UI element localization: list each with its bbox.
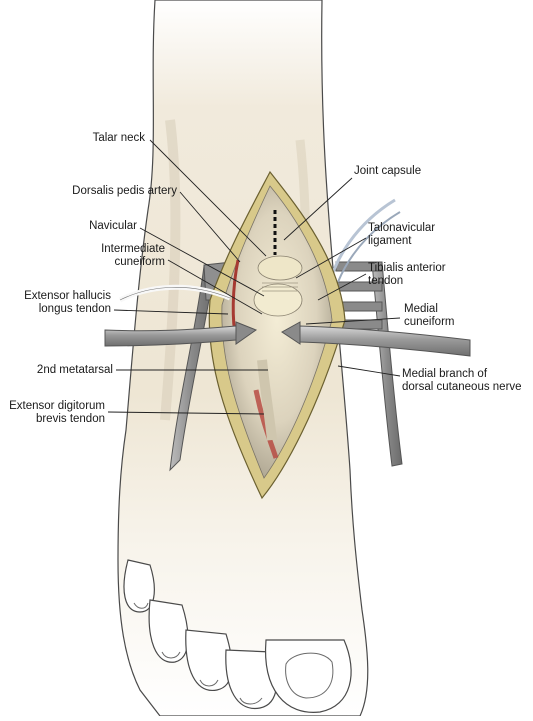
label-extensor-digitorum-brevis-tendon: Extensor digitorum brevis tendon bbox=[9, 400, 105, 425]
tendon-shading bbox=[160, 119, 181, 421]
leader-medial-cuneiform bbox=[305, 317, 401, 325]
label-tibialis-anterior-tendon: Tibialis anterior tendon bbox=[368, 262, 446, 287]
leader-tibialis bbox=[317, 273, 367, 301]
talar-head bbox=[257, 255, 303, 281]
vessel-loop bbox=[330, 198, 396, 276]
label-navicular: Navicular bbox=[89, 220, 137, 232]
label-talonavicular-ligament: Talonavicular ligament bbox=[368, 222, 436, 247]
label-medial-branch-of-dorsal-cutaneous-nerve: Medial branch of dorsal cutaneous nerve bbox=[402, 368, 522, 393]
wound-interior bbox=[221, 185, 333, 479]
retractor-tip-right bbox=[281, 321, 301, 345]
label-intermediate-cuneiform: Intermediate cuneiform bbox=[101, 243, 165, 268]
right-rake-shaft bbox=[371, 261, 403, 467]
label-talar-neck: Talar neck bbox=[92, 132, 145, 144]
leader-intermediate-cuneiform bbox=[167, 259, 263, 315]
leader-edb bbox=[107, 411, 265, 415]
label-joint-capsule: Joint capsule bbox=[354, 165, 422, 177]
joint-striations bbox=[262, 282, 298, 292]
leader-dorsalis-pedis bbox=[179, 191, 241, 263]
label-extensor-hallucis-longus-tendon: Extensor hallucis longus tendon bbox=[24, 290, 111, 315]
leader-navicular bbox=[139, 227, 265, 297]
leader-lines bbox=[107, 139, 401, 415]
label-2nd-metatarsal: 2nd metatarsal bbox=[36, 364, 113, 376]
upper-right-retractor-bar bbox=[299, 325, 471, 357]
metatarsal-shaft bbox=[257, 359, 277, 441]
navicular-bone bbox=[253, 283, 303, 317]
vessel-loop-2 bbox=[337, 211, 401, 283]
leader-talar-neck bbox=[149, 139, 267, 257]
leader-talonavicular bbox=[295, 237, 367, 279]
retractor-tip-left bbox=[235, 321, 258, 345]
label-medial-cuneiform: Medial cuneiform bbox=[404, 303, 455, 328]
toes bbox=[123, 559, 352, 713]
right-rake-tines bbox=[335, 261, 383, 330]
leader-joint-capsule bbox=[283, 177, 353, 241]
toenails bbox=[133, 602, 334, 705]
tendon-sling-edge bbox=[119, 287, 231, 301]
leader-medial-branch bbox=[337, 365, 401, 377]
label-dorsalis-pedis-artery: Dorsalis pedis artery bbox=[72, 185, 177, 197]
leader-ehl bbox=[113, 309, 229, 315]
